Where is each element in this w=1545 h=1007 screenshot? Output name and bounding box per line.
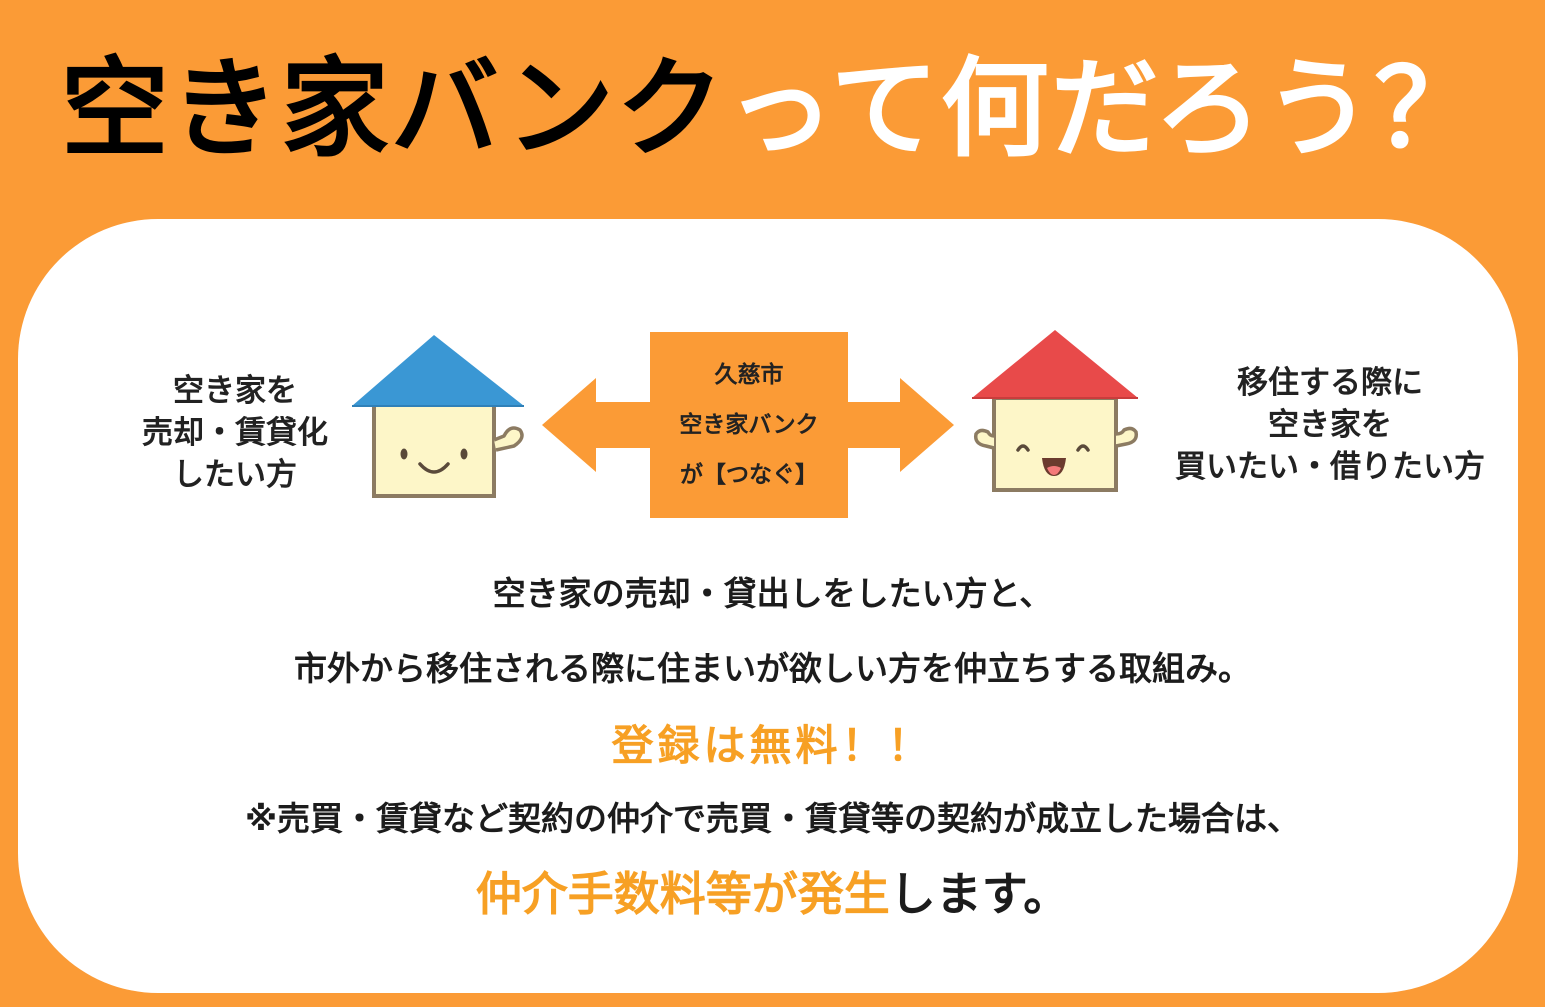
description-line-1: 空き家の売却・貸出しをしたい方と、 [492, 574, 1053, 613]
center-box: 久慈市 空き家バンク が【つなぐ】 [650, 332, 848, 518]
fee-notice: 仲介手数料等が発生します。 [0, 862, 1545, 926]
blue-roof-house-icon [352, 335, 524, 498]
seeker-label-line: 移住する際に [1237, 365, 1423, 401]
title-main: 空き家バンク [60, 47, 727, 172]
fee-highlight: 仲介手数料等が発生 [475, 867, 890, 921]
fee-tail: します。 [889, 867, 1070, 921]
owner-label: 空き家を 売却・賃貸化 したい方 [120, 370, 350, 496]
contract-note: ※売買・賃貸など契約の仲介で売買・賃貸等の契約が成立した場合は、 [244, 799, 1301, 838]
center-box-line: が【つなぐ】 [680, 462, 818, 488]
owner-label-line: したい方 [173, 457, 297, 493]
center-box-line: 久慈市 [714, 362, 784, 388]
seeker-label: 移住する際に 空き家を 買いたい・借りたい方 [1160, 362, 1500, 488]
red-roof-house-icon [972, 330, 1139, 492]
free-registration-notice: 登録は無料！！ [611, 721, 934, 770]
seeker-label-line: 空き家を [1268, 407, 1392, 443]
description-line-2: 市外から移住される際に住まいが欲しい方を仲立ちする取組み。 [294, 649, 1251, 688]
page-title: 空き家バンクって何だろう？ [0, 40, 1545, 180]
owner-label-line: 売却・賃貸化 [142, 415, 328, 451]
title-sub: って何だろう？ [726, 47, 1485, 172]
center-box-line: 空き家バンク [679, 412, 819, 438]
seeker-label-line: 買いたい・借りたい方 [1175, 449, 1485, 485]
owner-label-line: 空き家を [173, 373, 297, 409]
